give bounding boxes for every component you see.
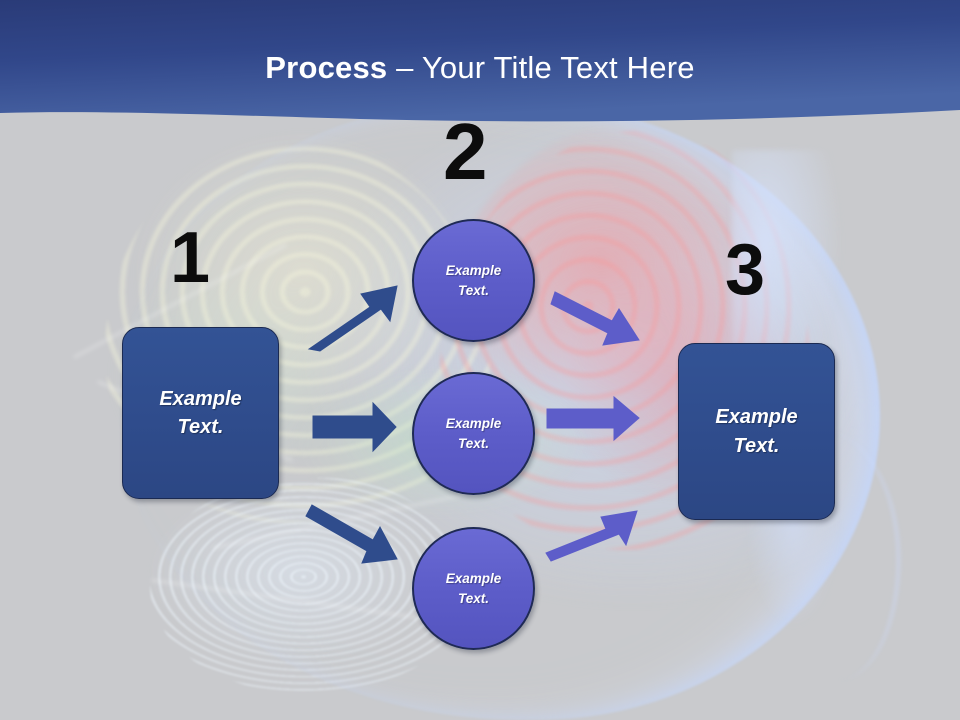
- step-number-1: 1: [170, 218, 211, 298]
- process-circle-1-line1: Example: [445, 262, 502, 278]
- page-title-separator: –: [387, 50, 422, 85]
- process-circle-2-line1: Example: [445, 415, 502, 431]
- process-start-box[interactable]: Example Text.: [122, 327, 279, 499]
- page-title: Process – Your Title Text Here: [0, 50, 960, 86]
- arrow-start-to-mid: [312, 401, 397, 453]
- process-circle-1-label: Example Text.: [446, 261, 502, 300]
- process-circle-2-line2: Text.: [457, 435, 489, 451]
- process-start-box-label: Example Text.: [159, 385, 241, 442]
- process-start-box-line2: Text.: [177, 416, 224, 438]
- process-circle-1[interactable]: Example Text.: [412, 219, 535, 342]
- title-banner-shape: [0, 0, 960, 122]
- process-circle-3-label: Example Text.: [446, 569, 502, 608]
- process-circle-3-line2: Text.: [457, 590, 489, 606]
- arrow-mid-to-end: [546, 395, 640, 442]
- process-end-box-label: Example Text.: [715, 403, 797, 460]
- arrow-start-to-top: [307, 285, 398, 352]
- arrow-bottom-to-end: [545, 510, 638, 562]
- arrow-top-to-end: [550, 291, 640, 346]
- process-start-box-line1: Example: [159, 387, 242, 410]
- process-end-box-line2: Text.: [733, 434, 780, 457]
- step-number-3: 3: [725, 230, 766, 310]
- title-banner: Process – Your Title Text Here: [0, 0, 960, 130]
- process-circle-3-line1: Example: [445, 570, 502, 586]
- process-circle-2-label: Example Text.: [446, 414, 502, 453]
- page-title-rest: Your Title Text Here: [421, 50, 695, 85]
- process-circle-1-line2: Text.: [457, 282, 489, 298]
- process-end-box[interactable]: Example Text.: [678, 343, 835, 520]
- page-title-bold: Process: [265, 50, 388, 85]
- arrow-start-to-bottom: [305, 504, 398, 564]
- process-circle-2[interactable]: Example Text.: [412, 372, 535, 495]
- step-number-2: 2: [443, 107, 488, 196]
- process-circle-3[interactable]: Example Text.: [412, 527, 535, 650]
- process-end-box-line1: Example: [715, 406, 798, 429]
